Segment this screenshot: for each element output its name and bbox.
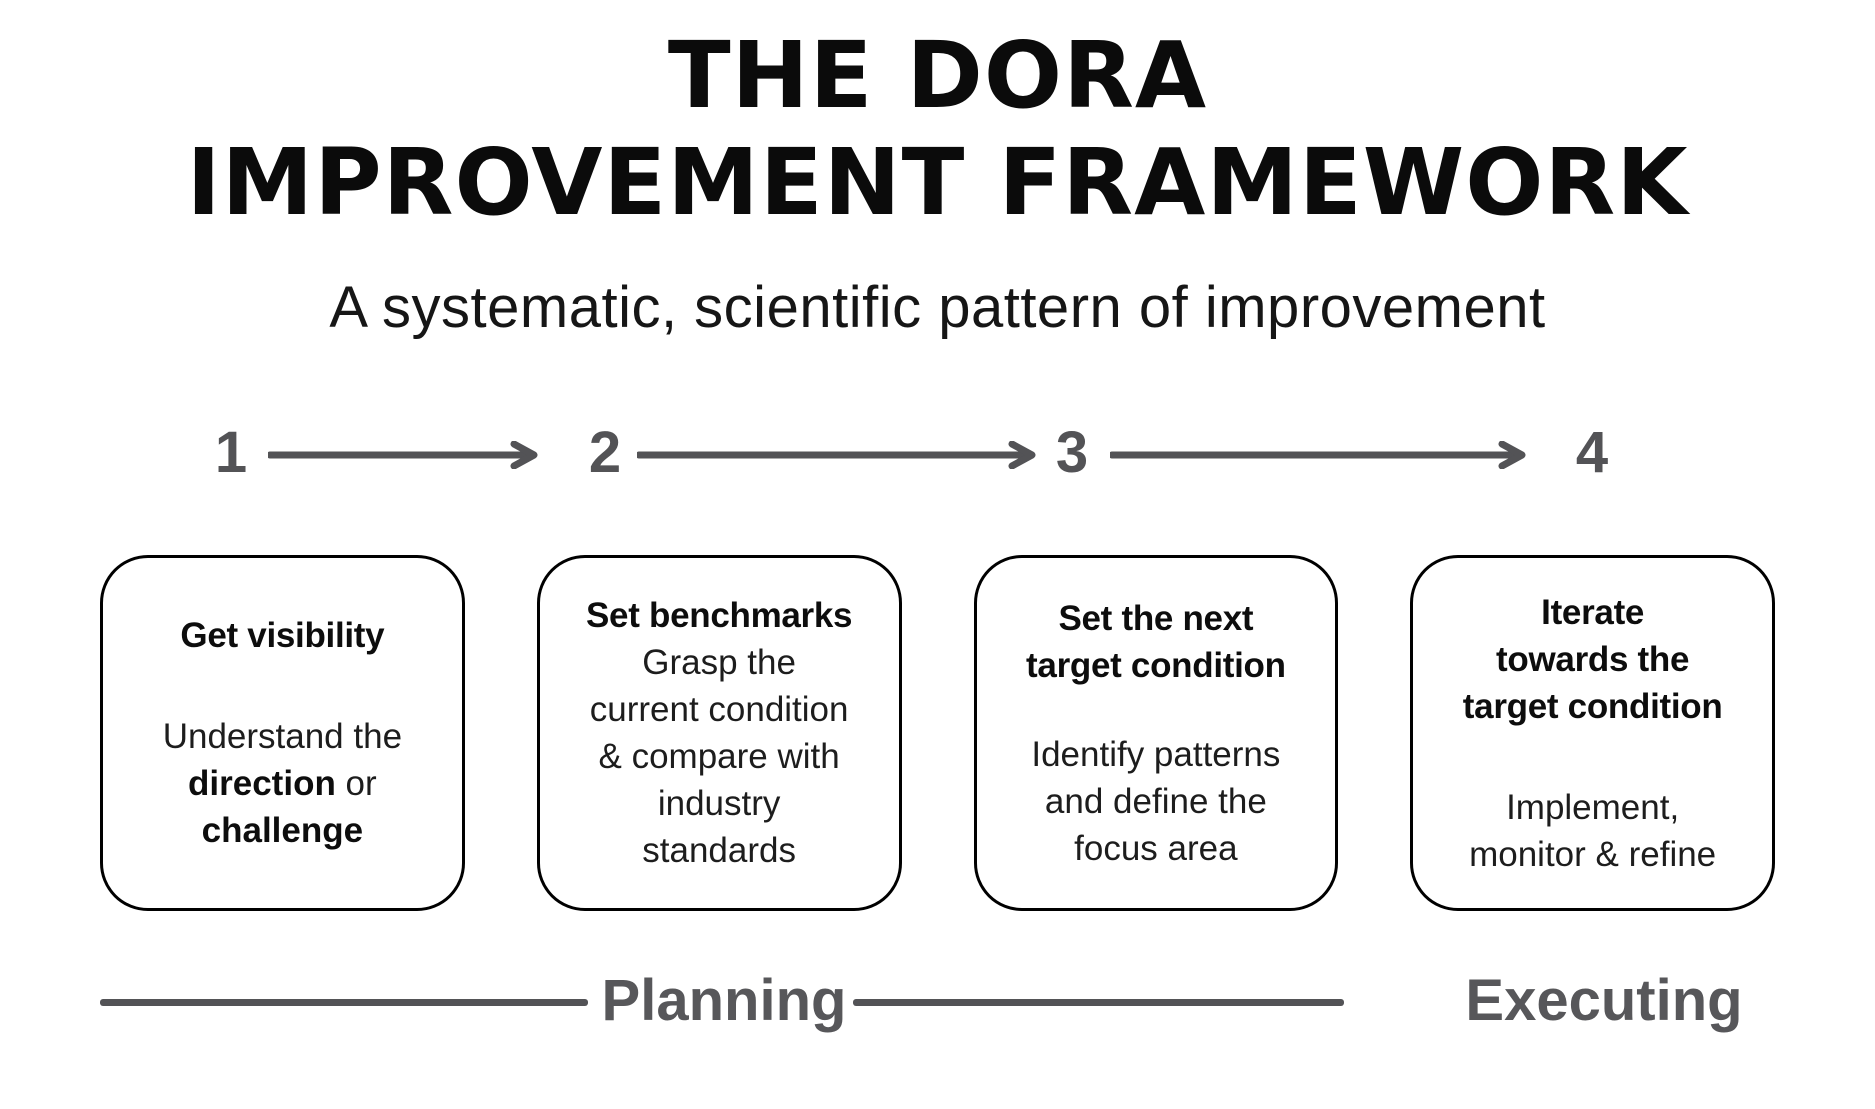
- step-number-2: 2: [588, 420, 622, 485]
- body-line: Understand the: [162, 717, 403, 756]
- body-line: Grasp the: [642, 643, 796, 682]
- step-box-get-visibility: Get visibility Understand the direction …: [100, 555, 465, 911]
- subtitle: A systematic, scientific pattern of impr…: [329, 275, 1546, 340]
- box-body: Implement, monitor & refine: [1469, 784, 1716, 878]
- box-body: Understand the direction or challenge: [163, 713, 402, 854]
- body-line: direction or: [188, 764, 377, 803]
- body-line: challenge: [201, 811, 364, 850]
- body-line: standards: [642, 831, 796, 870]
- step-box-set-benchmarks: Set benchmarks Grasp the current conditi…: [536, 555, 902, 911]
- planning-right-line: [853, 999, 1344, 1006]
- box-body: Grasp the current condition & compare wi…: [590, 639, 849, 874]
- step-boxes-row: Get visibility Understand the direction …: [100, 555, 1775, 911]
- arrow-right-icon: [268, 441, 538, 469]
- step-number-3: 3: [1055, 420, 1089, 485]
- executing-label: Executing: [1465, 968, 1743, 1033]
- box-heading: Set benchmarks: [586, 596, 853, 635]
- body-line: Identify patterns: [1031, 734, 1281, 774]
- body-line: current condition: [589, 690, 849, 729]
- planning-label: Planning: [601, 968, 847, 1033]
- planning-left-line: [100, 999, 588, 1006]
- arrow-right-icon: [637, 441, 1036, 469]
- step-number-1: 1: [214, 420, 248, 485]
- body-line: monitor & refine: [1469, 834, 1717, 874]
- body-line: focus area: [1074, 828, 1238, 868]
- title-line-1: THE DORA: [667, 22, 1208, 129]
- arrow-right-icon: [1110, 441, 1526, 469]
- body-line: industry: [657, 784, 781, 823]
- body-line: Implement,: [1506, 787, 1680, 827]
- body-line: & compare with: [598, 737, 840, 776]
- step-number-4: 4: [1575, 420, 1609, 485]
- box-heading: Get visibility: [180, 616, 385, 655]
- body-line: and define the: [1044, 781, 1267, 821]
- title-line-2: IMPROVEMENT FRAMEWORK: [186, 129, 1689, 236]
- box-body: Identify patterns and define the focus a…: [1031, 731, 1280, 872]
